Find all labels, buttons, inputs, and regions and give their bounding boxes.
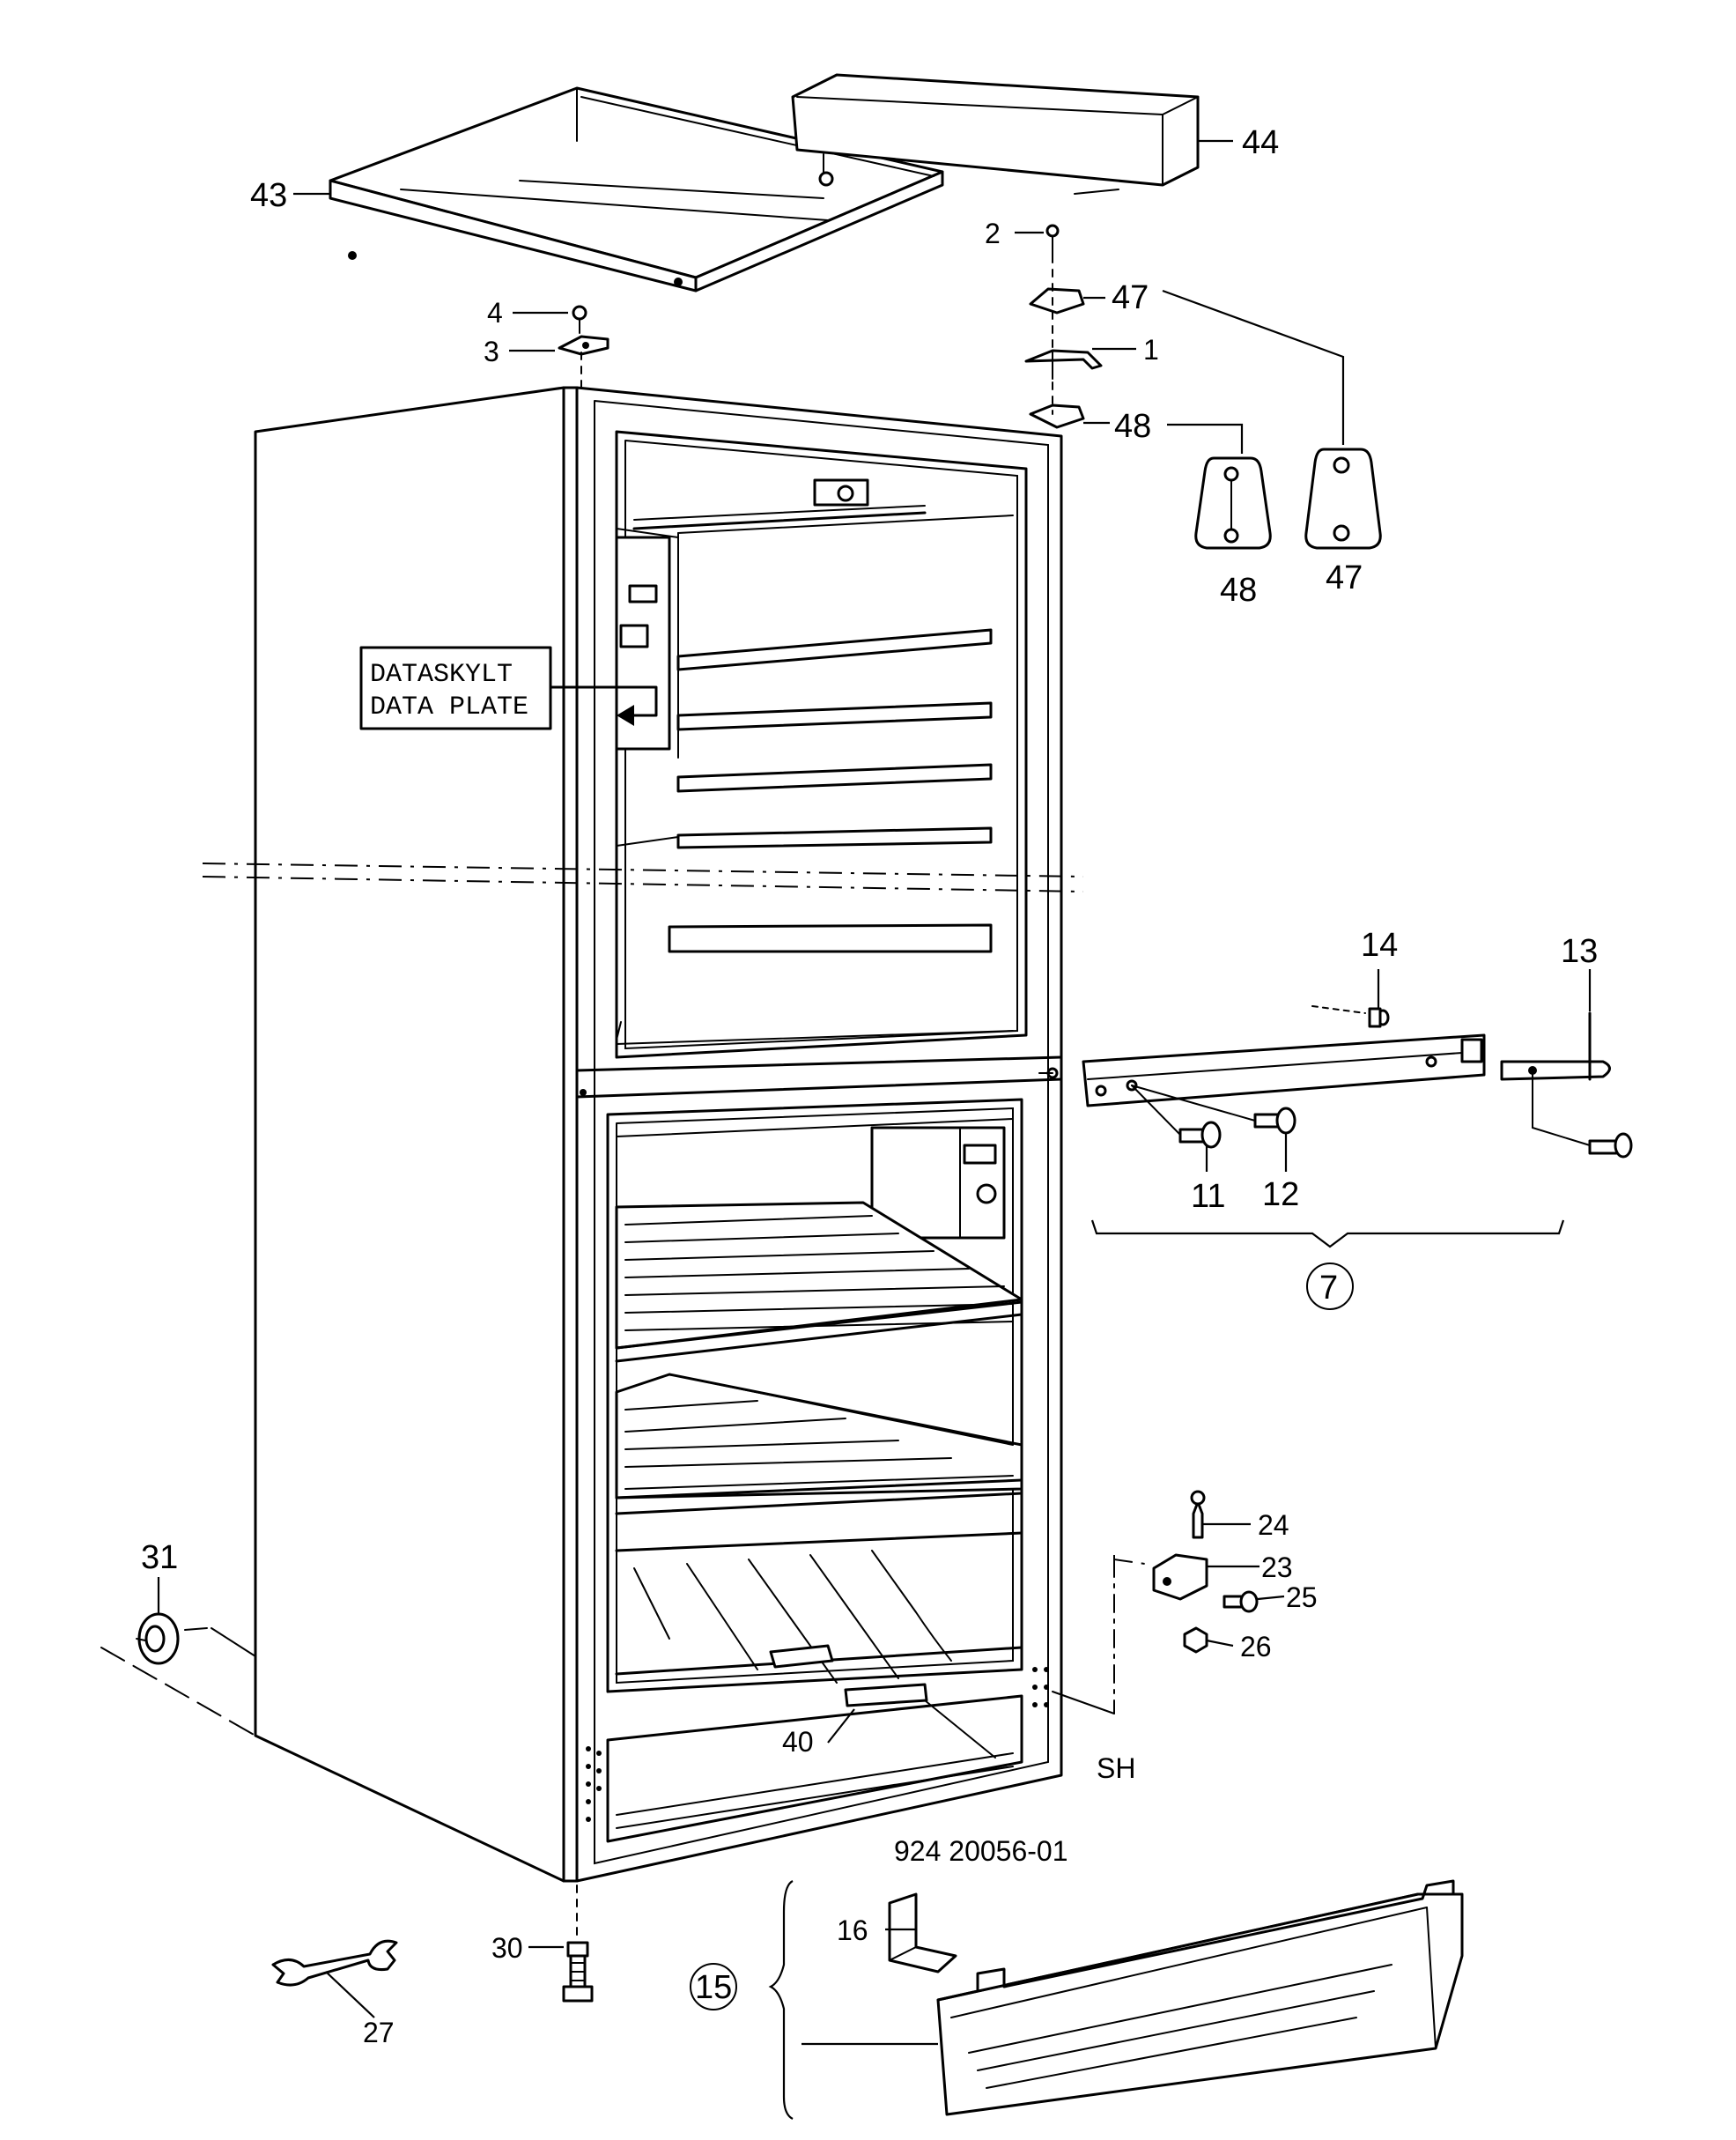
part-31-caster (100, 1612, 256, 1736)
corner-code: SH (1097, 1752, 1135, 1784)
label-24: 24 (1258, 1509, 1289, 1541)
leader-lines (157, 139, 1592, 2046)
label-4: 4 (487, 297, 503, 329)
label-31: 31 (141, 1539, 178, 1576)
data-plate-line-1: DATASKYLT (370, 660, 513, 690)
label-40: 40 (782, 1726, 814, 1758)
detail-plate-47 (1304, 448, 1382, 550)
part-47-hinge-plate-small (1029, 287, 1085, 315)
label-2: 2 (985, 218, 1001, 249)
label-group-7: 7 (1319, 1270, 1338, 1307)
part-40-drawer-support (769, 1644, 996, 1759)
label-43: 43 (250, 177, 287, 214)
label-13: 13 (1561, 933, 1598, 970)
label-27: 27 (363, 2017, 395, 2048)
part-30-leveling-foot (562, 1885, 594, 2003)
part-3-hinge (558, 335, 609, 356)
label-26: 26 (1240, 1631, 1272, 1662)
part-48-hinge-plate-small (1029, 404, 1085, 429)
label-12: 12 (1262, 1176, 1299, 1213)
label-11: 11 (1191, 1178, 1225, 1215)
cabinet-body (202, 386, 1084, 1883)
data-plate-box: DATASKYLT DATA PLATE (359, 646, 658, 730)
label-30: 30 (491, 1932, 523, 1964)
upper-shelf-rails (616, 628, 1014, 1045)
label-48: 48 (1114, 408, 1151, 445)
data-plate-line-2: DATA PLATE (370, 692, 528, 722)
part-44-top-cover (791, 73, 1200, 195)
wire-shelves (615, 1201, 1023, 1684)
label-group-15: 15 (695, 1969, 732, 2006)
detail-label-47: 47 (1326, 559, 1363, 596)
part-43-top-cover (329, 86, 944, 292)
hinge-assembly-7 (1038, 1005, 1633, 1310)
part-27-wrench (271, 1939, 398, 1987)
part-labels: 43 44 2 47 1 48 48 47 4 3 14 13 11 12 7 … (141, 124, 1598, 2048)
detail-plate-48 (1194, 456, 1272, 550)
part-4-screw (572, 305, 587, 334)
part-1-hinge-pin (1024, 349, 1103, 380)
label-1: 1 (1143, 334, 1159, 366)
detail-label-48: 48 (1220, 572, 1257, 609)
lower-hinge-parts (1052, 1490, 1259, 1714)
label-25: 25 (1286, 1581, 1318, 1613)
group-15-kickplate (690, 1879, 1464, 2120)
drawing-number: 924 20056-01 (894, 1835, 1068, 1867)
label-16: 16 (837, 1914, 868, 1946)
label-44: 44 (1242, 124, 1279, 161)
label-47: 47 (1112, 279, 1149, 316)
label-3: 3 (484, 336, 499, 367)
label-14: 14 (1361, 927, 1398, 964)
label-23: 23 (1261, 1551, 1293, 1583)
part-2-screw (1045, 224, 1060, 256)
